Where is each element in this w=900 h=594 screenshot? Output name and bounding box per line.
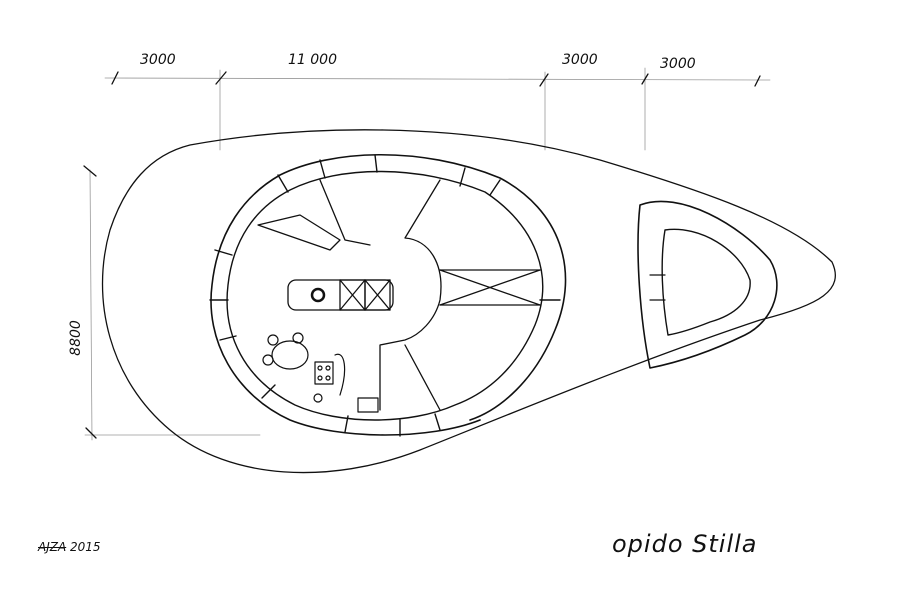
- interior-partitions: [257, 179, 541, 411]
- dimension-lines: [84, 67, 771, 441]
- drawing-title: opido Stilla: [612, 530, 758, 558]
- author-mark: AJZA: [38, 540, 67, 554]
- kitchen-island: [287, 279, 394, 311]
- site-outline: [101, 129, 836, 474]
- pod-inner: [661, 228, 751, 336]
- house-inner-wall: [226, 170, 544, 421]
- pod-outer: [637, 200, 778, 369]
- dimension-ticks: [83, 71, 761, 439]
- wall-openings: [209, 154, 561, 437]
- dimension-label: 3000: [562, 52, 598, 68]
- fixtures: [262, 332, 379, 413]
- dimension-label: 3000: [140, 52, 176, 68]
- dimension-label: 3000: [660, 56, 696, 72]
- year: 2015: [70, 540, 101, 554]
- house-outer-wall: [210, 153, 567, 436]
- author-signature: AJZA 2015: [38, 540, 101, 554]
- vertical-dimension-label: 8800: [67, 320, 84, 356]
- dimension-label: 11 000: [288, 52, 337, 68]
